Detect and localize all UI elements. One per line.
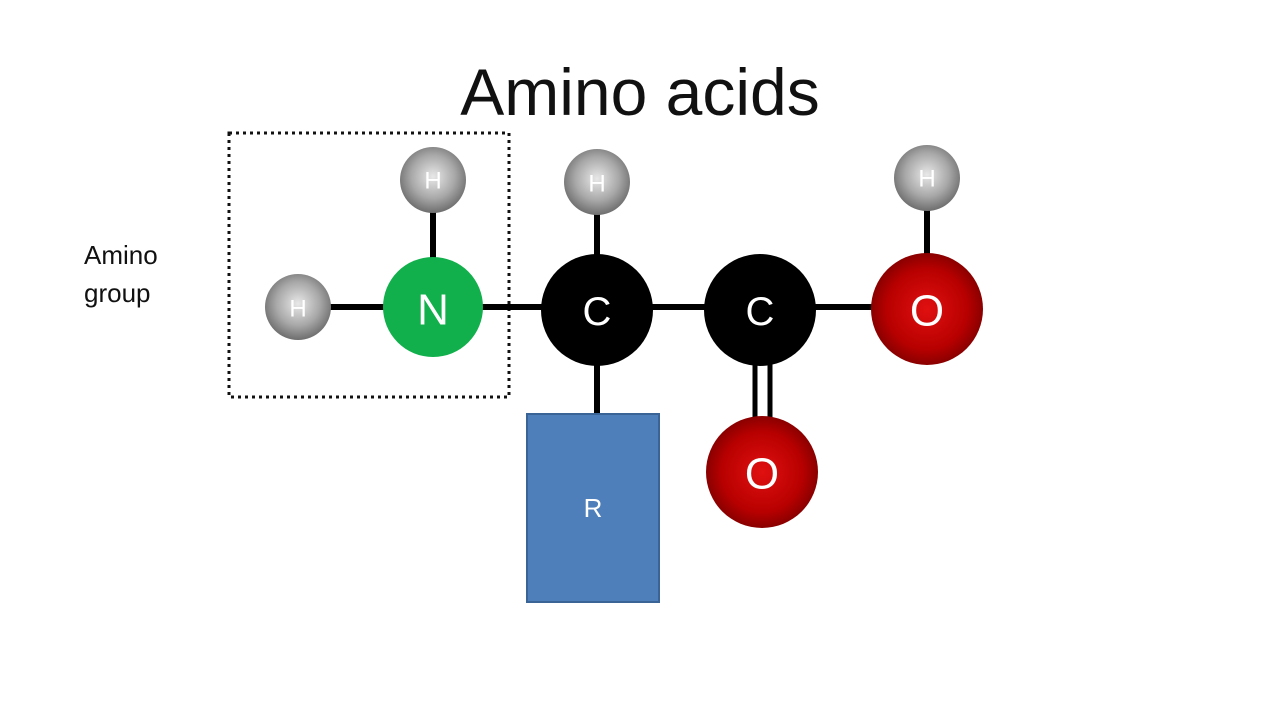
svg-text:H: H: [588, 171, 605, 198]
carbon-atom-alpha: C: [541, 254, 653, 366]
carbon-atom-carboxyl: C: [704, 254, 816, 366]
page-title: Amino acids: [460, 55, 820, 129]
amino-group-label-line1: Amino: [84, 240, 158, 270]
side-chain-r-box: [526, 413, 660, 603]
nitrogen-atom: N: [383, 257, 483, 357]
amino-group-box: [227, 131, 511, 399]
svg-text:H: H: [424, 168, 441, 195]
svg-text:O: O: [745, 450, 779, 499]
hydrogen-atom-alpha: H: [564, 149, 630, 215]
amino-group-label-line2: group: [84, 278, 151, 308]
svg-text:N: N: [417, 286, 449, 335]
oxygen-atom-double-bonded: O: [706, 416, 818, 528]
svg-text:C: C: [583, 290, 612, 334]
svg-text:H: H: [289, 296, 306, 323]
side-chain-r-label: R: [583, 492, 603, 523]
hydrogen-atom-hydroxyl: H: [894, 145, 960, 211]
amino-group-label: Amino group: [84, 236, 158, 312]
oxygen-atom-hydroxyl: O: [871, 253, 983, 365]
svg-text:C: C: [746, 290, 775, 334]
svg-text:O: O: [910, 287, 944, 336]
svg-text:H: H: [918, 166, 935, 193]
hydrogen-atom-amino-left: H: [265, 274, 331, 340]
hydrogen-atom-amino-top: H: [400, 147, 466, 213]
